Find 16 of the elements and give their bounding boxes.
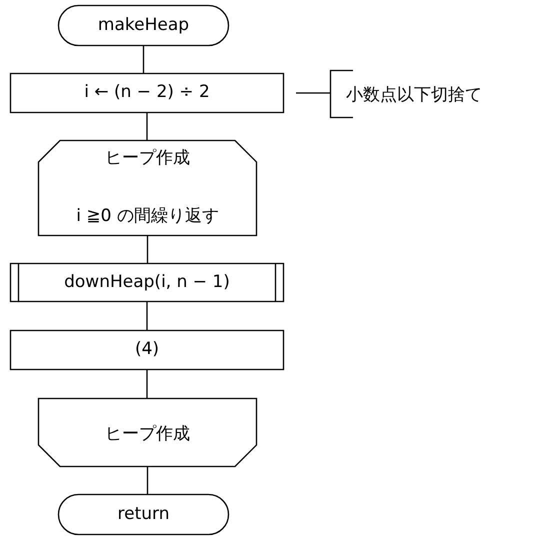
connector-line	[146, 236, 148, 263]
connector-line	[146, 467, 148, 494]
connector-line	[146, 370, 148, 398]
node-label: (4)	[134, 339, 160, 359]
node-label: return	[116, 504, 170, 524]
connector-line	[142, 46, 144, 73]
connector-line	[296, 92, 330, 94]
node-label: i ← (n − 2) ÷ 2	[83, 82, 211, 102]
node-label: makeHeap	[96, 14, 190, 34]
node-label: i ≧0 の間繰り返す	[75, 205, 220, 227]
annotation-text: 小数点以下切捨て	[346, 84, 482, 106]
connector-line	[146, 113, 148, 140]
node-label: ヒープ作成	[104, 147, 191, 169]
node-label: ヒープ作成	[104, 422, 191, 444]
node-label: downHeap(i, n − 1)	[63, 272, 231, 292]
connector-line	[146, 302, 148, 330]
